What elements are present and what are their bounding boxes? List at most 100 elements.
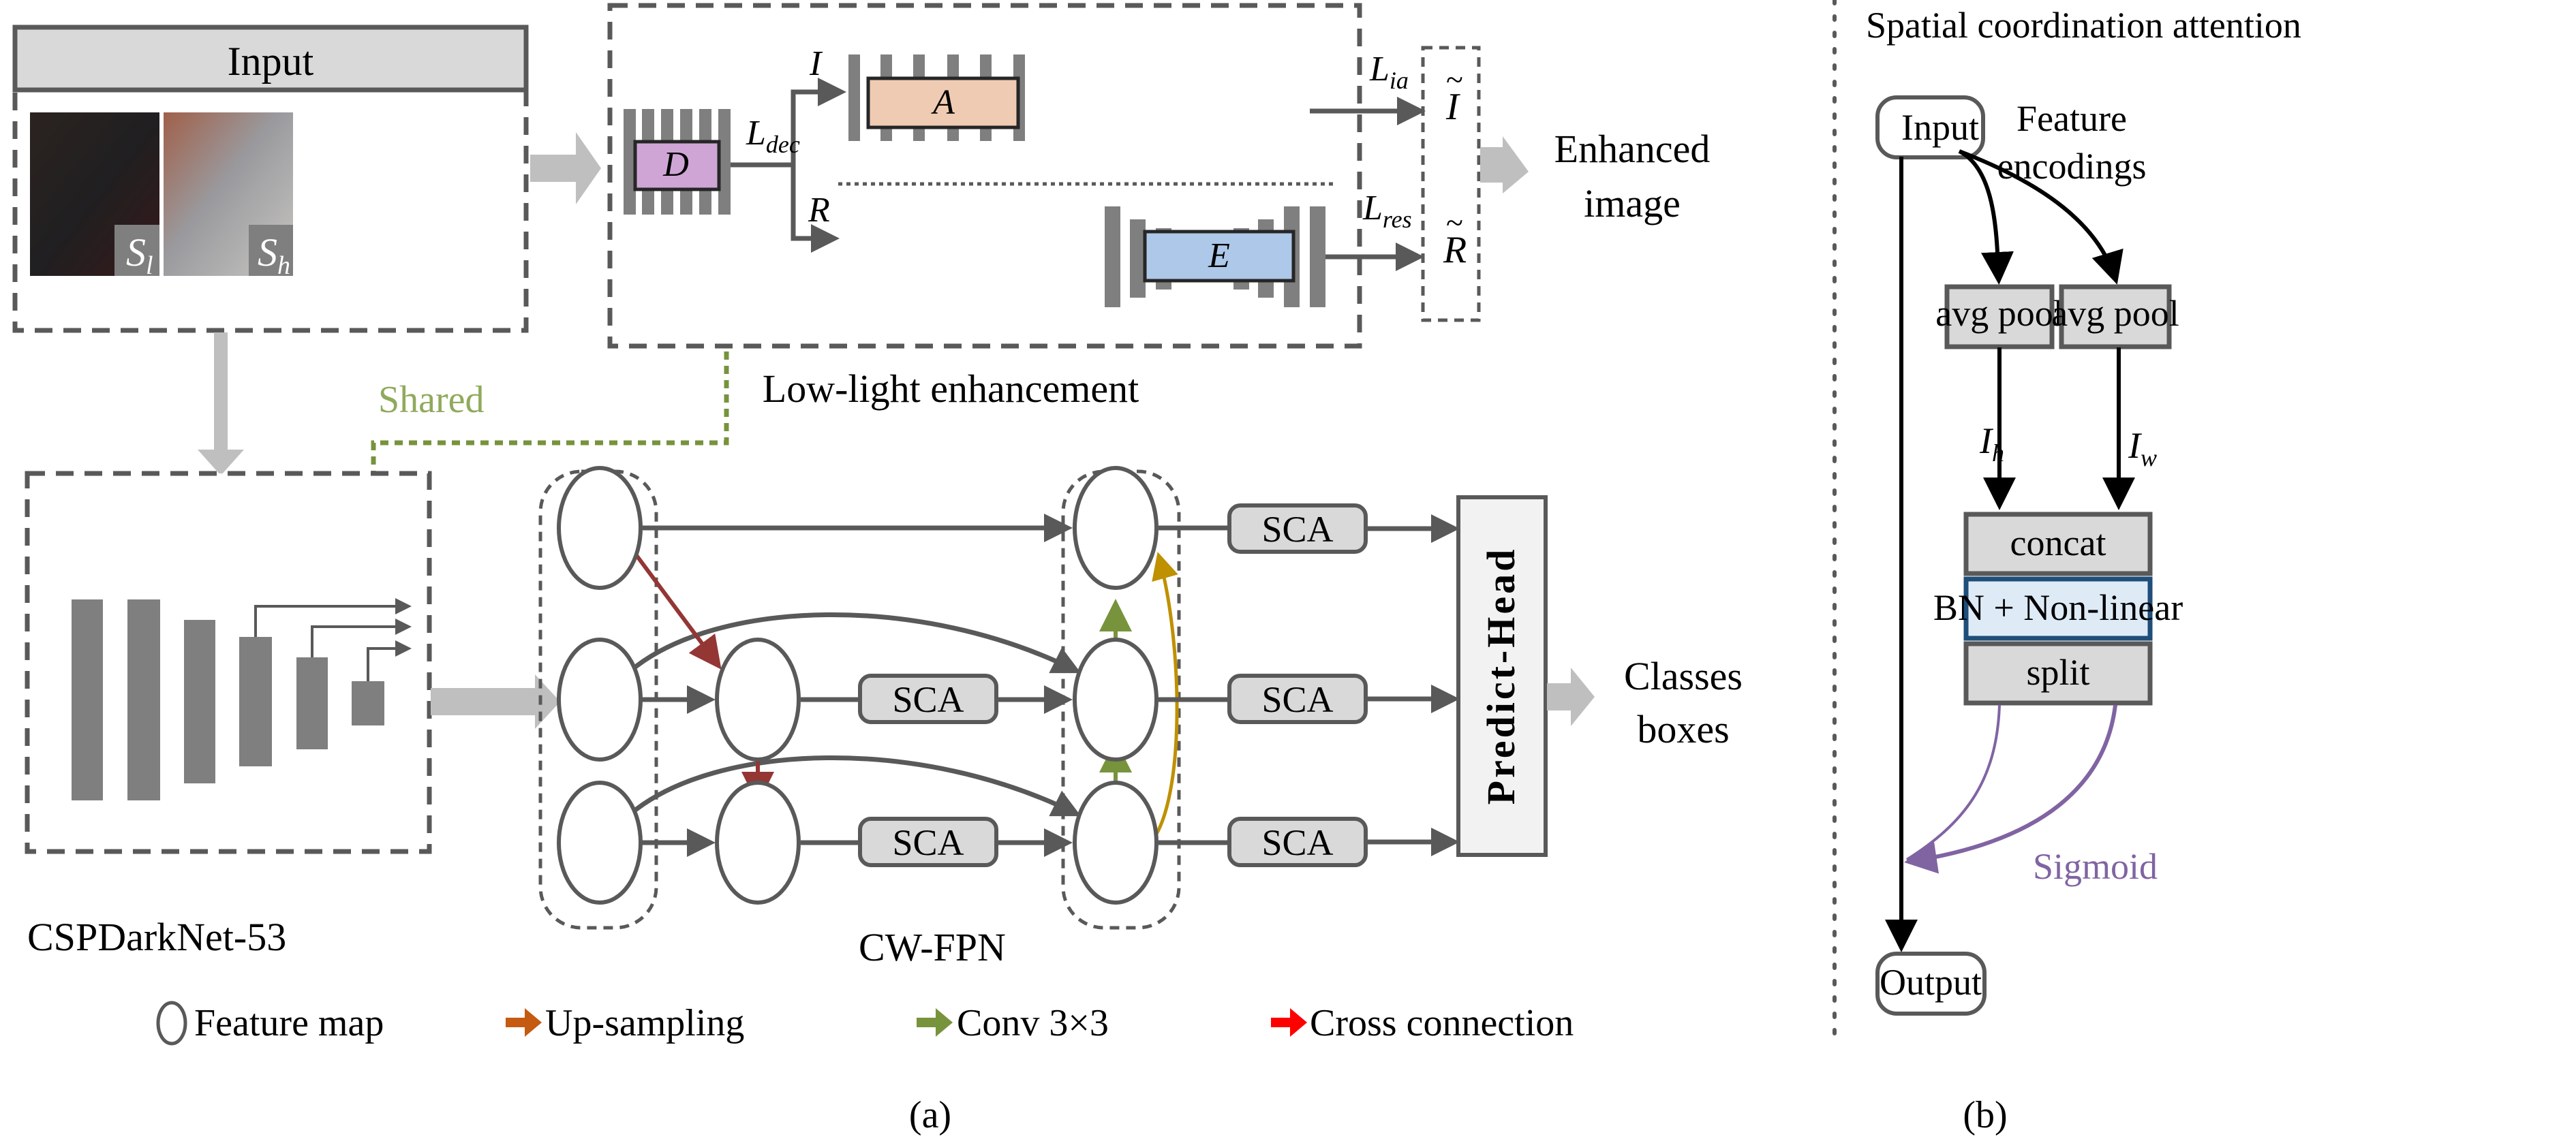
- flow-arrow-to-backbone: [198, 332, 244, 475]
- avgpool-w-label: avg pool: [2051, 293, 2179, 334]
- flow-arrow-detections: [1547, 668, 1595, 726]
- predict-head-label: Predict-Head: [1479, 547, 1523, 805]
- branch-r-label: R: [808, 191, 830, 230]
- input-block: Input Sl Sh: [12, 25, 529, 333]
- legend-cross-connection: Cross connection: [1310, 1002, 1574, 1044]
- concat-block: [1963, 512, 2153, 576]
- loss-ia-label: L: [1369, 50, 1390, 89]
- edge-to-avgpool-h: [1958, 149, 2014, 285]
- feature-encodings-line1: Feature: [2017, 98, 2127, 139]
- svg-text:SCA: SCA: [892, 679, 964, 720]
- sigmoid-label: Sigmoid: [2033, 846, 2158, 887]
- branch-i-label: I: [809, 44, 823, 83]
- high-image-label: S: [258, 230, 277, 275]
- feature-map-p3-out: [1073, 781, 1159, 905]
- backbone-output-2: [311, 619, 412, 657]
- adjust-label: A: [931, 83, 955, 122]
- backbone-stage-1: [72, 599, 103, 800]
- enhance-label: E: [1208, 236, 1230, 275]
- legend-feature-map: Feature map: [194, 1002, 384, 1044]
- legend-cross-connection-icon: [1271, 1008, 1307, 1037]
- svg-text:SCA: SCA: [892, 822, 964, 863]
- legend-conv: Conv 3×3: [957, 1002, 1109, 1044]
- shared-weights-link: [371, 349, 729, 550]
- feature-map-p4-out: [1073, 638, 1159, 762]
- cw-fpn-block: SCA SCA: [538, 466, 1181, 930]
- high-image-tag: [249, 225, 293, 276]
- sca-block-mid-p3: [858, 817, 998, 867]
- adjust-box: [866, 76, 1020, 129]
- input-header: [12, 25, 529, 93]
- sca-output-label: Output: [1880, 962, 1982, 1003]
- avgpool-h-block: [1944, 284, 2055, 349]
- sca-input-node: [1875, 95, 1985, 159]
- feature-map-p3-mid: [715, 781, 801, 905]
- shared-label: Shared: [378, 379, 485, 421]
- svg-text:Sh: Sh: [258, 230, 290, 280]
- backbone-output-3: [367, 640, 412, 681]
- edge-to-enhance: [791, 165, 840, 253]
- svg-text:Lia: Lia: [1369, 50, 1409, 94]
- flow-arrow-enhanced: [1480, 136, 1529, 193]
- flow-arrow-to-fpn: [431, 674, 560, 729]
- enhance-box: [1143, 230, 1295, 283]
- sca-title: Spatial coordination attention: [1866, 5, 2301, 46]
- iw-label: I: [2128, 425, 2143, 466]
- enhanced-image-line2: image: [1584, 181, 1681, 225]
- split-label: split: [2026, 652, 2089, 693]
- decoder-label: D: [662, 145, 689, 184]
- svg-text:Lres: Lres: [1362, 189, 1412, 233]
- backbone-stage-6: [352, 681, 384, 725]
- detections-line2: boxes: [1637, 707, 1729, 751]
- split-block: [1963, 641, 2153, 706]
- svg-text:Iw: Iw: [2128, 425, 2157, 471]
- edge-to-avgpool-w: [1958, 149, 2123, 285]
- fpn-label: CW-FPN: [859, 925, 1006, 969]
- upsampling-arrow: [1144, 552, 1179, 849]
- svg-text:SCA: SCA: [1261, 679, 1333, 720]
- predict-head-block: [1456, 495, 1548, 857]
- svg-text:SCA: SCA: [1261, 822, 1333, 863]
- backbone-block: [25, 471, 432, 854]
- flow-arrow-to-enhancement: [530, 132, 601, 204]
- ih-label: I: [1979, 420, 1994, 461]
- out-i-tilde: ~: [1446, 62, 1463, 97]
- caption-a: (a): [909, 1094, 951, 1136]
- svg-text:Sl: Sl: [126, 230, 153, 280]
- backbone-output-1: [254, 598, 412, 637]
- svg-text:SCA: SCA: [1261, 509, 1333, 550]
- bn-nonlinear-block: [1963, 576, 2153, 641]
- legend-feature-map-icon: [156, 1001, 187, 1046]
- sca-input-label: Input: [1901, 107, 1979, 148]
- svg-text:Ih: Ih: [1979, 420, 2004, 467]
- loss-dec-label: L: [746, 114, 766, 153]
- enhancement-caption: Low-light enhancement: [763, 366, 1139, 411]
- edge-to-adjust: [731, 78, 846, 168]
- avgpool-h-label: avg pool: [1935, 293, 2063, 334]
- feature-map-p3-in: [557, 781, 643, 905]
- legend-upsampling: Up-sampling: [545, 1002, 744, 1044]
- sigmoid-curve-w: [1904, 704, 2117, 874]
- decoder-box: [633, 140, 721, 191]
- legend-upsampling-icon: [506, 1008, 542, 1037]
- detections-line1: Classes: [1624, 654, 1743, 698]
- feature-map-p5-out: [1073, 466, 1159, 590]
- loss-res-label: L: [1362, 189, 1383, 228]
- sca-block-mid-p4: [858, 674, 998, 724]
- backbone-stage-5: [296, 657, 328, 749]
- legend-conv-icon: [917, 1008, 953, 1037]
- backbone-label: CSPDarkNet-53: [27, 915, 286, 959]
- backbone-stage-4: [239, 637, 272, 766]
- low-image-tag: [114, 225, 159, 276]
- feature-map-p4-mid: [715, 638, 801, 762]
- sigmoid-curve-h: [1905, 704, 2001, 861]
- sca-output-node: [1875, 952, 1987, 1016]
- low-light-enhancement-block: D Ldec I R A E: [607, 3, 1362, 349]
- input-title: Input: [228, 39, 314, 84]
- low-image-label: S: [126, 230, 146, 275]
- legend: Feature map Up-sampling Conv 3×3 Cross c…: [156, 1001, 1574, 1046]
- edge-p3-skip-curve: [628, 755, 1082, 817]
- enhanced-image-line1: Enhanced: [1554, 127, 1711, 171]
- feature-map-p5-in: [557, 466, 643, 590]
